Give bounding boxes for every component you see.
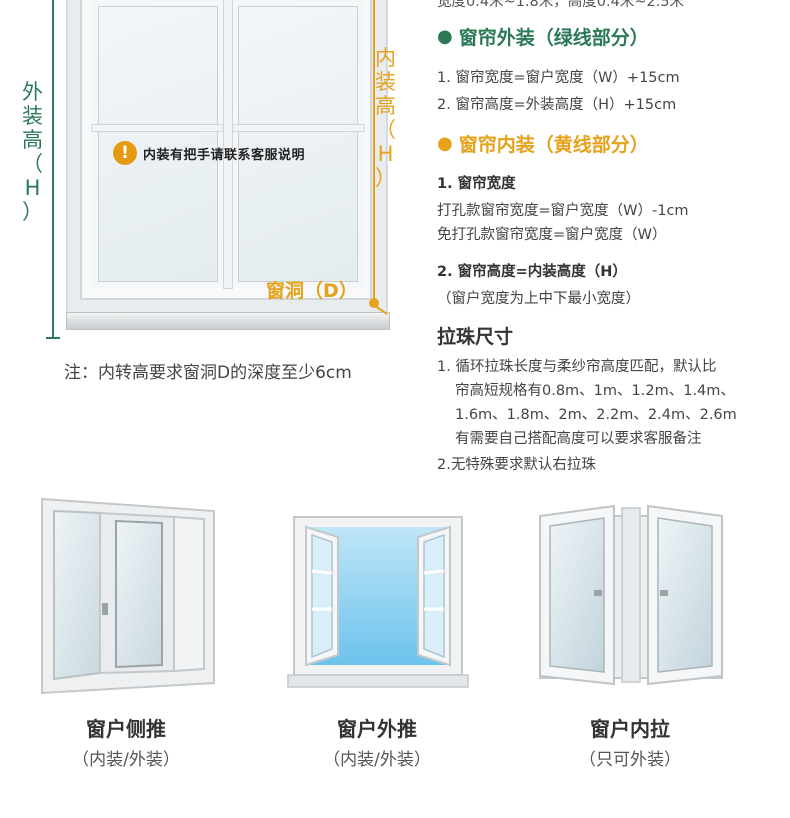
outer-height-label: 外 装 高 （ H ） (22, 80, 43, 224)
top-cut-text: 宽度0.4米~1.8米，高度0.4米~2.5米 (437, 0, 685, 10)
window-type-name-1: 窗户侧推 (86, 717, 166, 741)
inner-height-title: 2. 窗帘高度=内装高度（H） (437, 264, 627, 280)
warning-icon: ! (113, 141, 137, 165)
pull-line-3: 1.6m、1.8m、2m、2.2m、2.4m、2.6m (455, 407, 737, 423)
window-type-note-3: （只可外装） (579, 750, 681, 770)
window-type-name-2: 窗户外推 (337, 717, 417, 741)
outer-line-2: 2. 窗帘高度=外装高度（H）+15cm (437, 97, 677, 113)
outer-height-line (52, 0, 54, 338)
pull-line-5: 2.无特殊要求默认右拉珠 (437, 457, 596, 473)
pull-line-4: 有需要自己搭配高度可以要求客服备注 (455, 431, 702, 447)
inner-width-line-1: 打孔款窗帘宽度=窗户宽度（W）-1cm (437, 203, 689, 219)
outer-install-heading: ● 窗帘外装（绿线部分） (437, 26, 649, 49)
pull-line-1: 1. 循环拉珠长度与柔纱帘高度匹配，默认比 (437, 359, 717, 375)
pull-line-2: 帘高短规格有0.8m、1m、1.2m、1.4m、 (455, 383, 735, 399)
window-pane-left (92, 0, 224, 288)
window-type-note-2: （内装/外装） (323, 750, 431, 770)
outer-line-1: 1. 窗帘宽度=窗户宽度（W）+15cm (437, 70, 680, 86)
outward-window-illustration (287, 516, 469, 688)
window-type-name-3: 窗户内拉 (590, 717, 670, 741)
inner-width-line-2: 免打孔款窗帘宽度=窗户宽度（W） (437, 227, 667, 243)
window-mullion (224, 0, 232, 288)
sliding-window-illustration (41, 497, 215, 695)
window-pane-right (232, 0, 364, 288)
handle-warning: ! 内装有把手请联系客服说明 (113, 141, 305, 165)
inner-height-line (373, 0, 375, 302)
inner-height-label: 内 装 高 （ H ） (375, 46, 396, 190)
outer-height-tick (46, 337, 60, 339)
inner-height-note: （窗户宽度为上中下最小宽度） (437, 291, 640, 307)
hole-depth-label: 窗洞（D） (266, 280, 358, 302)
bullet-icon: ● (437, 26, 453, 47)
inner-height-end-dot (369, 298, 379, 308)
pull-size-title: 拉珠尺寸 (437, 326, 514, 348)
inward-window-illustration (539, 504, 723, 686)
inner-width-title: 1. 窗帘宽度 (437, 176, 516, 192)
bullet-icon: ● (437, 133, 453, 154)
depth-note: 注：内转高要求窗洞D的深度至少6cm (64, 363, 352, 383)
window-sill (66, 312, 390, 330)
warning-text: 内装有把手请联系客服说明 (143, 147, 306, 163)
inner-install-heading: ● 窗帘内装（黄线部分） (437, 133, 649, 156)
window-type-note-1: （内装/外装） (72, 750, 180, 770)
